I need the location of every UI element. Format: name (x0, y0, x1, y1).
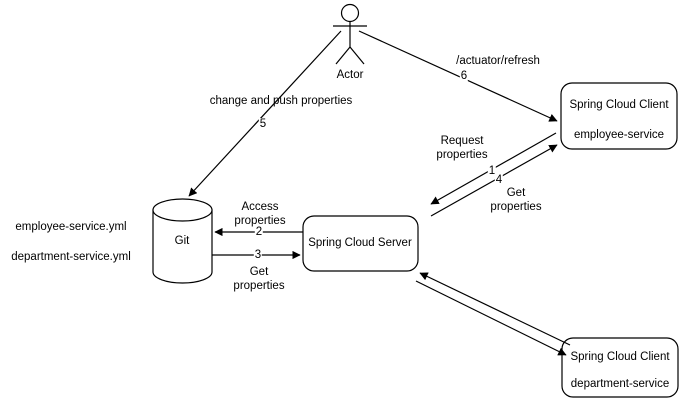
client-employee-box-shape (560, 82, 678, 150)
edge-label-actuator-refresh: /actuator/refresh (456, 55, 540, 67)
edge-change-push-line (188, 30, 342, 197)
edge-number-2: 2 (254, 226, 264, 238)
git-cylinder-shape (152, 198, 213, 284)
edge-number-1: 1 (487, 165, 497, 177)
edge-label-change-push: change and push properties (209, 95, 353, 107)
client-department-subtitle: department-service (570, 378, 670, 390)
config-server-box-shape (302, 215, 419, 272)
file-label-department-yml: department-service.yml (11, 251, 131, 263)
client-department-box-shape (561, 337, 679, 398)
file-label-employee-yml: employee-service.yml (15, 221, 127, 233)
edge-department-response-line (415, 280, 567, 356)
edge-number-4: 4 (494, 174, 504, 186)
edge-number-3: 3 (253, 249, 263, 261)
git-node-label: Git (174, 235, 190, 247)
edge-department-request-line (419, 272, 571, 346)
client-department-title: Spring Cloud Client (570, 351, 670, 363)
actor-label: Actor (336, 69, 364, 81)
edge-actuator-refresh-line (358, 30, 558, 122)
client-employee-subtitle: employee-service (573, 129, 665, 141)
edge-number-5: 5 (258, 118, 268, 130)
edge-get-properties-client-line (430, 144, 558, 217)
actor-figure (333, 3, 367, 65)
client-employee-title: Spring Cloud Client (569, 99, 669, 111)
config-server-node-label: Spring Cloud Server (308, 237, 412, 249)
edge-number-6: 6 (459, 70, 469, 82)
